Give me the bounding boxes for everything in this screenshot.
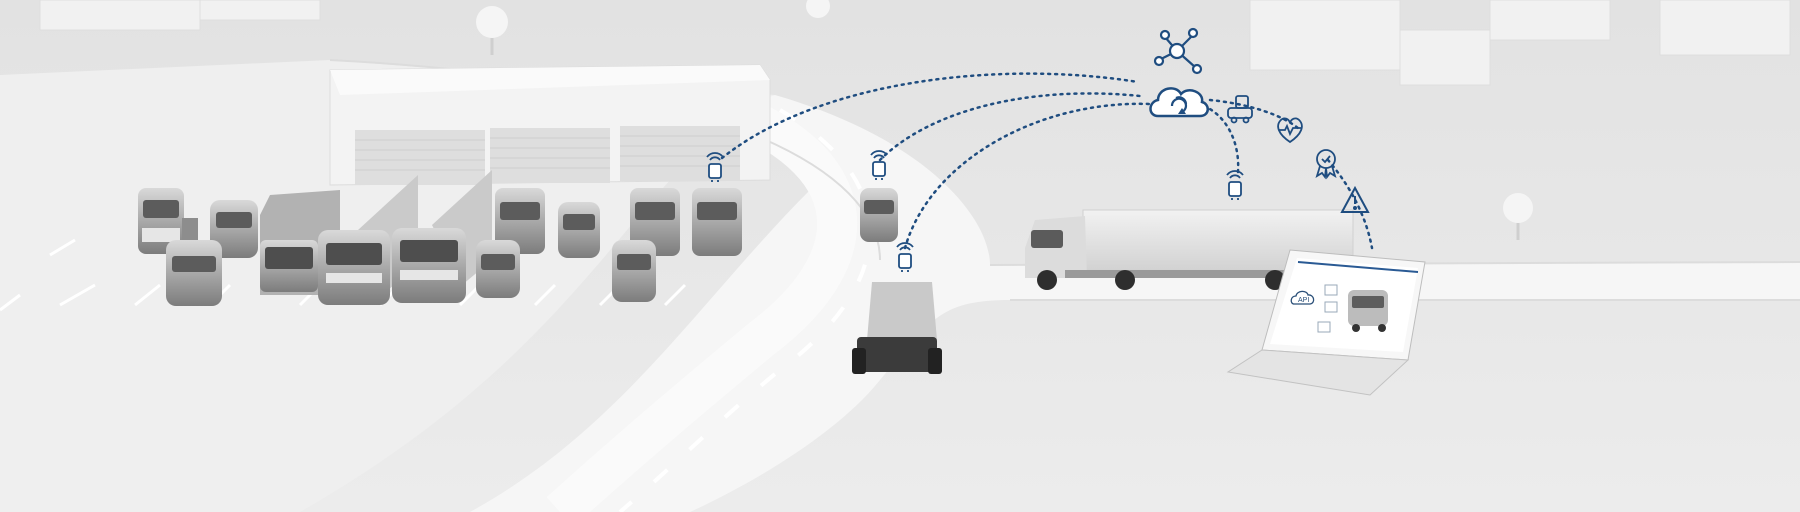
vehicle-connection-icon [1227, 95, 1253, 124]
network-hub-icon [1153, 27, 1203, 75]
background-buildings [39, 0, 1791, 86]
parked-fleet [138, 170, 742, 306]
health-heart-icon [1277, 117, 1303, 144]
van [612, 240, 656, 302]
tractor-unit-on-road [852, 282, 942, 374]
warning-triangle-icon [1340, 185, 1370, 213]
truck-with-trailer [318, 175, 418, 305]
certificate-badge-icon [1315, 149, 1337, 180]
truck-cab [630, 188, 680, 256]
api-cloud-icon: API [1290, 290, 1315, 305]
van [166, 240, 222, 306]
depot-building [329, 64, 771, 186]
connection-lines [720, 72, 1374, 250]
laptop: API [1226, 249, 1426, 396]
van [210, 200, 258, 258]
truck-cab [495, 188, 545, 254]
van [476, 240, 520, 298]
telematics-device-icon [706, 152, 724, 182]
laptop-api-label: API [1298, 297, 1309, 304]
truck-cab [692, 188, 742, 256]
cloud-sync-icon [1149, 87, 1209, 118]
telematics-device-icon [1226, 170, 1244, 200]
telematics-device-icon [896, 242, 914, 272]
telematics-device-icon [870, 150, 888, 180]
truck-cab [138, 188, 198, 254]
van-on-road [860, 188, 898, 242]
laptop-screen-truck [1348, 290, 1388, 332]
van [558, 202, 600, 258]
